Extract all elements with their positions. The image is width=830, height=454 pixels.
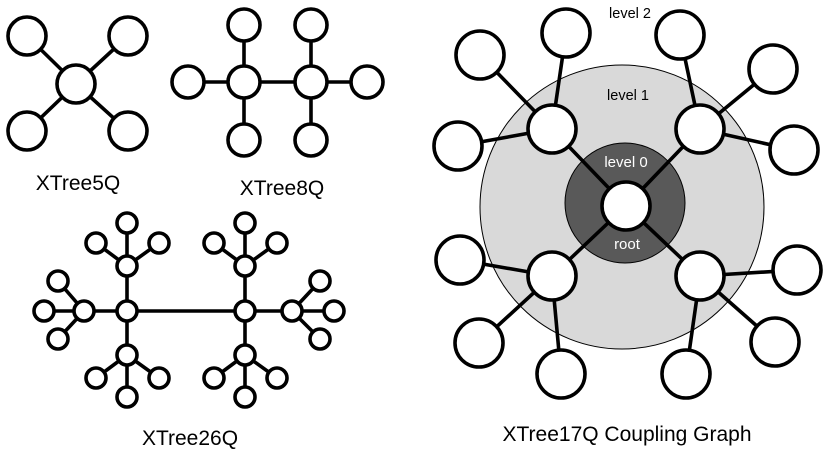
xtree17q-qubit-node <box>749 316 801 368</box>
xtree26q-qubit-node <box>115 343 139 367</box>
xtree26q-qubit-node <box>233 211 257 235</box>
xtree26q-qubit-node <box>84 366 108 390</box>
xtree26q-qubit-node <box>115 299 139 323</box>
xtree26q-qubit-node <box>115 385 139 409</box>
caption-xtree5q: XTree5Q <box>36 172 120 195</box>
xtree17q-qubit-node <box>674 250 726 302</box>
xtree17q-qubit-node <box>535 348 587 400</box>
xtree26q-qubit-node <box>202 231 226 255</box>
xtree8q-qubit-node <box>226 7 262 43</box>
xtree8q-qubit-node <box>293 64 329 100</box>
xtree26q-qubit-node <box>322 299 346 323</box>
caption-xtree17q: XTree17Q Coupling Graph <box>502 423 751 446</box>
xtree5q-qubit-node <box>55 63 97 105</box>
xtree17q-qubit-node <box>526 103 578 155</box>
xtree26q-qubit-node <box>308 269 332 293</box>
caption-xtree8q: XTree8Q <box>240 177 324 200</box>
xtree8q-qubit-node <box>293 122 329 158</box>
xtree8q-qubit-node <box>170 64 206 100</box>
xtree17q-qubit-node <box>453 317 505 369</box>
xtree17q-qubit-node <box>526 250 578 302</box>
xtree26q-qubit-node <box>233 343 257 367</box>
xtree8q-qubit-node <box>293 7 329 43</box>
xtree26q-qubit-node <box>147 366 171 390</box>
xtree8q-qubit-node <box>226 64 262 100</box>
xtree17q-qubit-node <box>768 124 820 176</box>
xtree26q-qubit-node <box>46 269 70 293</box>
label-level1: level 1 <box>607 88 649 104</box>
xtree17q-qubit-node <box>674 103 726 155</box>
xtree26q-qubit-node <box>147 231 171 255</box>
xtree8q-qubit-node <box>226 122 262 158</box>
xtree26q-qubit-node <box>233 254 257 278</box>
xtree26q-qubit-node <box>115 254 139 278</box>
xtree26q-qubit-node <box>115 211 139 235</box>
xtree26q-qubit-node <box>72 299 96 323</box>
xtree5q-qubit-node <box>6 110 48 152</box>
xtree26q-qubit-node <box>233 299 257 323</box>
xtree26q-qubit-node <box>265 366 289 390</box>
xtree17q-qubit-node <box>600 180 652 232</box>
xtree26q-qubit-node <box>265 231 289 255</box>
xtree17q-qubit-node <box>432 120 484 172</box>
xtree26q-qubit-node <box>308 327 332 351</box>
xtree26q-qubit-node <box>32 299 56 323</box>
xtree8q-qubit-node <box>349 64 385 100</box>
xtree26q-qubit-node <box>46 327 70 351</box>
xtree17q-qubit-node <box>747 43 799 95</box>
xtree17q-qubit-node <box>654 9 706 61</box>
xtree17q-qubit-node <box>660 348 712 400</box>
xtree17q-qubit-node <box>454 29 506 81</box>
xtree26q-qubit-node <box>202 366 226 390</box>
xtree26q-qubit-node <box>233 385 257 409</box>
xtree17q-qubit-node <box>434 234 486 286</box>
caption-xtree26q: XTree26Q <box>142 427 238 450</box>
xtree5q-qubit-node <box>107 110 149 152</box>
xtree26q-qubit-node <box>280 299 304 323</box>
label-level2: level 2 <box>609 6 651 22</box>
xtree5q-qubit-node <box>107 15 149 57</box>
xtree17q-qubit-node <box>771 244 823 296</box>
xtree5q-qubit-node <box>6 15 48 57</box>
nodes-layer <box>6 7 823 409</box>
label-level0: level 0 <box>604 154 647 171</box>
xtree17q-qubit-node <box>540 7 592 59</box>
label-root: root <box>614 236 641 253</box>
xtree26q-qubit-node <box>84 231 108 255</box>
